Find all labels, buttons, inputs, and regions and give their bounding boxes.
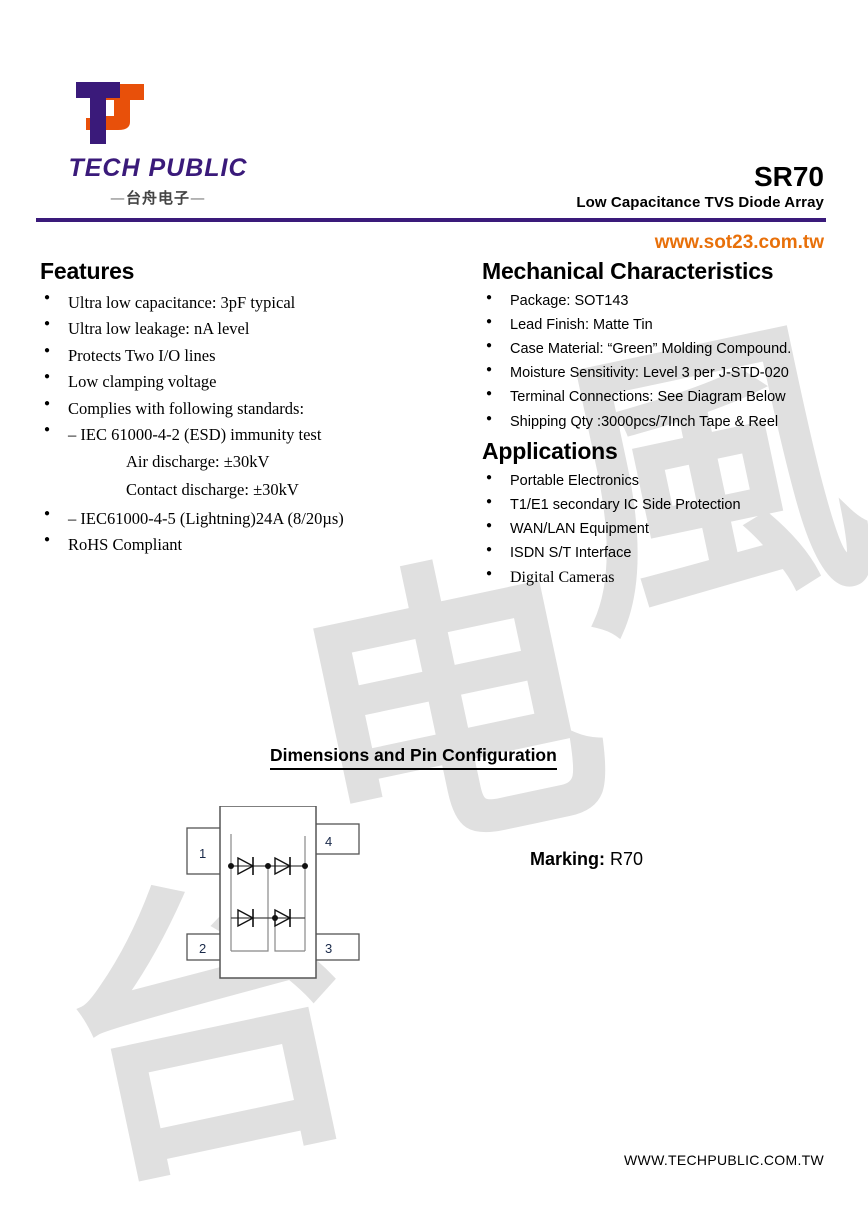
- svg-text:2: 2: [199, 941, 206, 956]
- list-item: Ultra low capacitance: 3pF typical: [40, 292, 440, 312]
- content-columns: Features Ultra low capacitance: 3pF typi…: [0, 258, 868, 595]
- header-divider: [36, 218, 826, 222]
- diagram-title: Dimensions and Pin Configuration: [270, 745, 557, 770]
- mechanical-title: Mechanical Characteristics: [482, 258, 774, 284]
- features-column: Features Ultra low capacitance: 3pF typi…: [0, 258, 440, 562]
- list-item: T1/E1 secondary IC Side Protection: [482, 496, 868, 514]
- logo-chinese-name: —台舟电子—: [48, 187, 268, 208]
- svg-text:1: 1: [199, 846, 206, 861]
- applications-title: Applications: [482, 437, 618, 464]
- svg-text:4: 4: [325, 834, 332, 849]
- part-identification: SR70 Low Capacitance TVS Diode Array: [576, 161, 824, 212]
- footer-url: WWW.TECHPUBLIC.COM.TW: [624, 1152, 824, 1168]
- svg-text:3: 3: [325, 941, 332, 956]
- features-list-tail: – IEC61000-4-5 (Lightning)24A (8/20µs) R…: [40, 508, 440, 555]
- list-item: Complies with following standards:: [40, 398, 440, 418]
- list-item: – IEC61000-4-5 (Lightning)24A (8/20µs): [40, 508, 440, 528]
- logo-chinese-text: 台舟电子: [125, 189, 190, 207]
- list-item: RoHS Compliant: [40, 534, 440, 554]
- list-item: Terminal Connections: See Diagram Below: [482, 388, 868, 406]
- list-item: ISDN S/T Interface: [482, 544, 868, 562]
- list-item: Shipping Qty :3000pcs/7Inch Tape & Reel: [482, 413, 868, 431]
- mechanical-column: Mechanical Characteristics Package: SOT1…: [440, 258, 868, 595]
- applications-list: Portable Electronics T1/E1 secondary IC …: [482, 472, 868, 588]
- list-item: Package: SOT143: [482, 292, 868, 310]
- list-item: Ultra low leakage: nA level: [40, 318, 440, 338]
- list-item: Case Material: “Green” Molding Compound.: [482, 340, 868, 358]
- part-number: SR70: [753, 161, 824, 192]
- mechanical-list: Package: SOT143 Lead Finish: Matte Tin C…: [482, 292, 868, 431]
- list-item: Protects Two I/O lines: [40, 345, 440, 365]
- list-item: Lead Finish: Matte Tin: [482, 316, 868, 334]
- page-header: TECH PUBLIC —台舟电子— SR70 Low Capacitance …: [0, 0, 868, 253]
- features-title: Features: [40, 258, 135, 284]
- logo-dash-right: —: [190, 189, 206, 207]
- company-logo: TECH PUBLIC —台舟电子—: [48, 78, 268, 208]
- tech-public-logo-icon: [56, 78, 156, 150]
- marking-label: Marking:: [530, 848, 606, 869]
- marking-label-group: Marking: R70: [530, 849, 643, 870]
- logo-wordmark: TECH PUBLIC: [68, 154, 248, 182]
- list-item: – IEC 61000-4-2 (ESD) immunity test: [40, 424, 440, 444]
- feature-sub-item: Air discharge: ±30kV: [126, 451, 270, 471]
- list-item: Low clamping voltage: [40, 371, 440, 391]
- pin-configuration-diagram: 1 4 2 3 Marking: R70: [0, 805, 868, 1006]
- logo-dash-left: —: [109, 189, 126, 207]
- feature-sub-item: Contact discharge: ±30kV: [126, 480, 299, 500]
- diagram-section: Dimensions and Pin Configuration: [0, 745, 868, 1006]
- part-subtitle: Low Capacitance TVS Diode Array: [576, 194, 824, 212]
- site-url-link[interactable]: www.sot23.com.tw: [654, 232, 824, 253]
- list-item: Portable Electronics: [482, 472, 868, 490]
- list-item: WAN/LAN Equipment: [482, 520, 868, 538]
- marking-value: R70: [610, 848, 644, 869]
- features-list: Ultra low capacitance: 3pF typical Ultra…: [40, 292, 440, 445]
- list-item: Moisture Sensitivity: Level 3 per J-STD-…: [482, 364, 868, 382]
- list-item: Digital Cameras: [482, 568, 868, 588]
